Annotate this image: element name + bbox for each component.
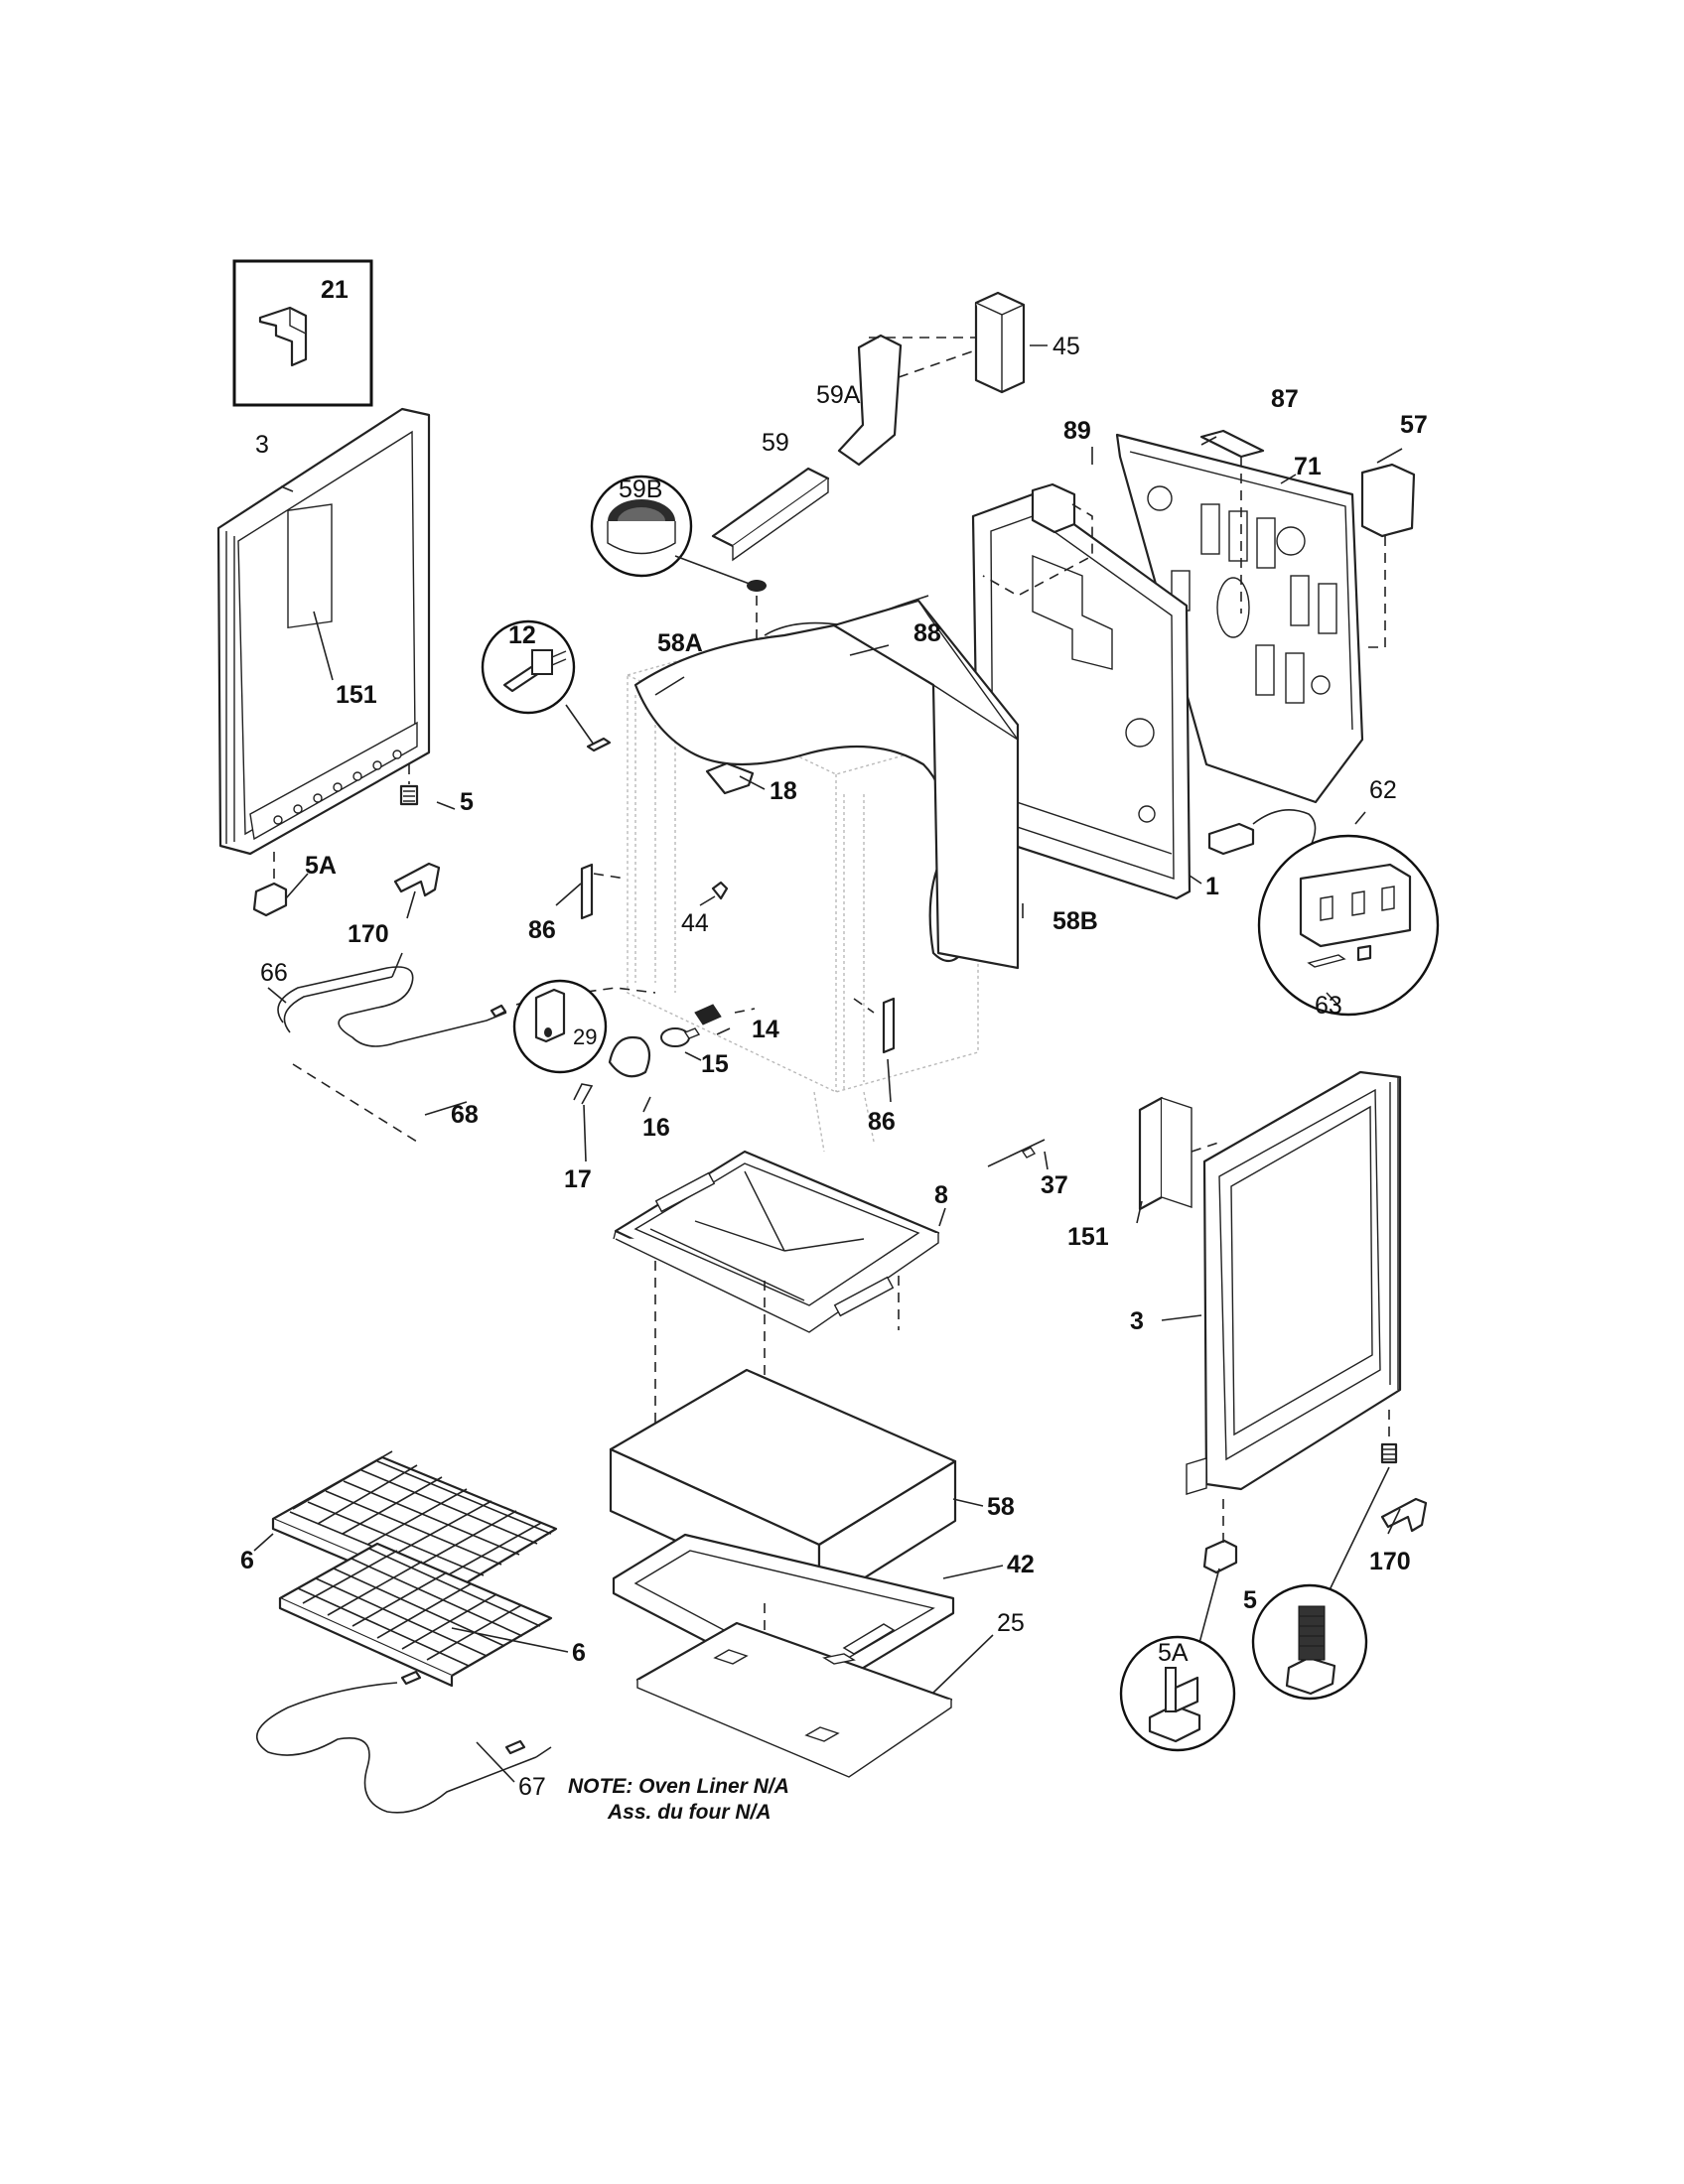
leader-lines bbox=[253, 337, 1403, 1783]
label-5-left: 5 bbox=[460, 788, 474, 816]
oven-rack-bottom bbox=[278, 1542, 553, 1688]
label-15: 15 bbox=[701, 1050, 729, 1078]
leg-bracket-right bbox=[1198, 1499, 1238, 1644]
leg-bracket-left bbox=[252, 852, 288, 917]
small-plate-57 bbox=[1360, 463, 1416, 648]
label-170-right: 170 bbox=[1369, 1548, 1411, 1575]
right-side-panel bbox=[1186, 1070, 1402, 1495]
label-86-right: 86 bbox=[868, 1108, 896, 1136]
back-panel-71 bbox=[1115, 433, 1364, 804]
cover-plate-87 bbox=[1199, 429, 1265, 614]
label-5a-right: 5A bbox=[1158, 1639, 1189, 1667]
bottom-panel-25 bbox=[635, 1621, 953, 1778]
part-21-clip bbox=[258, 306, 308, 367]
label-6-bottom: 6 bbox=[572, 1639, 586, 1667]
insulation-58b bbox=[832, 599, 1020, 970]
label-6-top: 6 bbox=[240, 1547, 254, 1574]
label-59: 59 bbox=[762, 429, 789, 457]
label-3-right: 3 bbox=[1130, 1307, 1144, 1335]
label-63: 63 bbox=[1315, 992, 1342, 1020]
leveling-leg-left bbox=[399, 764, 419, 806]
oven-liner-note: NOTE: Oven Liner N/A Ass. du four N/A bbox=[568, 1775, 789, 1824]
label-16: 16 bbox=[642, 1114, 670, 1142]
inset-box-21 bbox=[232, 259, 373, 407]
label-42: 42 bbox=[1007, 1551, 1035, 1578]
label-151-left: 151 bbox=[336, 681, 377, 709]
leg-callout-5 bbox=[1251, 1583, 1368, 1701]
lamp-socket-callout-29 bbox=[512, 979, 608, 1074]
label-25: 25 bbox=[997, 1609, 1025, 1637]
anti-tip-bracket-left bbox=[393, 862, 441, 897]
label-14: 14 bbox=[752, 1016, 779, 1043]
part-labels: 21 45 59A 87 57 3 59 89 71 59B 12 58A 88… bbox=[240, 276, 1428, 1801]
note-line-2: Ass. du four N/A bbox=[607, 1801, 772, 1824]
label-3-left: 3 bbox=[255, 431, 269, 459]
label-67: 67 bbox=[518, 1773, 546, 1801]
label-18: 18 bbox=[770, 777, 797, 805]
lamp-cover-16 bbox=[608, 1035, 651, 1078]
leveling-leg-right bbox=[1325, 1410, 1398, 1599]
label-86-left: 86 bbox=[528, 916, 556, 944]
oven-top-8 bbox=[613, 1150, 940, 1459]
label-59b: 59B bbox=[619, 476, 662, 503]
label-58a: 58A bbox=[657, 629, 703, 657]
label-151-right: 151 bbox=[1067, 1223, 1109, 1251]
label-170-left: 170 bbox=[348, 920, 389, 948]
label-1: 1 bbox=[1205, 873, 1219, 900]
label-17: 17 bbox=[564, 1165, 592, 1193]
bracket-89 bbox=[982, 482, 1093, 597]
label-45: 45 bbox=[1052, 333, 1080, 360]
vent-duct-45 bbox=[974, 291, 1026, 394]
bottom-frame-42 bbox=[612, 1533, 955, 1700]
note-line-1: NOTE: Oven Liner N/A bbox=[568, 1775, 789, 1798]
vent-duct-59 bbox=[711, 467, 830, 562]
sensor-bracket-18 bbox=[705, 761, 755, 795]
lamp-bulb-15 bbox=[660, 1027, 701, 1047]
reinforcement-151-right bbox=[1138, 1096, 1222, 1211]
label-12: 12 bbox=[508, 621, 536, 649]
label-44: 44 bbox=[681, 909, 709, 937]
label-57: 57 bbox=[1400, 411, 1428, 439]
anti-tip-bracket-right bbox=[1380, 1497, 1428, 1533]
mesh-filter-callout-59b bbox=[590, 475, 767, 685]
label-59a: 59A bbox=[816, 381, 861, 409]
broil-element-67 bbox=[256, 1670, 552, 1814]
terminal-block-callout-62 bbox=[1257, 834, 1440, 1017]
clip-44 bbox=[711, 881, 729, 900]
left-side-panel bbox=[216, 407, 431, 856]
terminal-block-small-62 bbox=[1207, 808, 1317, 856]
leg-bracket-callout-5a bbox=[1119, 1635, 1236, 1752]
hinge-receiver-left bbox=[580, 863, 627, 920]
label-29: 29 bbox=[573, 1024, 597, 1049]
back-frame-1 bbox=[971, 492, 1192, 900]
vent-duct-59a bbox=[837, 334, 979, 467]
lamp-clip-17 bbox=[573, 1083, 594, 1105]
label-88: 88 bbox=[913, 619, 941, 647]
label-5-right: 5 bbox=[1243, 1586, 1257, 1614]
label-58: 58 bbox=[987, 1493, 1015, 1521]
label-71: 71 bbox=[1294, 453, 1322, 480]
label-58b: 58B bbox=[1052, 907, 1098, 935]
wire-37 bbox=[987, 1139, 1046, 1167]
sensor-callout-12 bbox=[481, 619, 612, 752]
label-89: 89 bbox=[1063, 417, 1091, 445]
label-5a-left: 5A bbox=[305, 852, 337, 880]
label-62: 62 bbox=[1369, 776, 1397, 804]
label-21: 21 bbox=[321, 276, 349, 304]
back-panel-vents bbox=[1171, 503, 1337, 704]
lamp-socket-14 bbox=[694, 1004, 756, 1025]
hinge-receiver-right bbox=[853, 997, 896, 1054]
label-87: 87 bbox=[1271, 385, 1299, 413]
label-68: 68 bbox=[451, 1101, 479, 1129]
left-panel-holes bbox=[273, 750, 402, 825]
label-37: 37 bbox=[1041, 1171, 1068, 1199]
label-8: 8 bbox=[934, 1181, 948, 1209]
label-66: 66 bbox=[260, 959, 288, 987]
